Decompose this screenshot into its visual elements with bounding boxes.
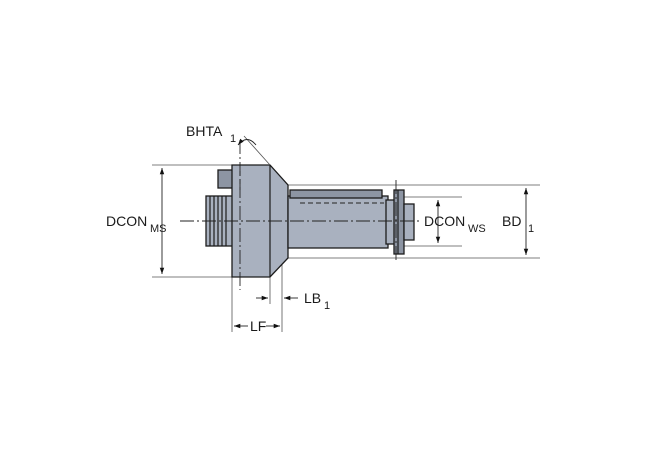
dcon-ws-dimension: DCON WS	[424, 200, 486, 243]
lb-dimension: LB 1	[256, 290, 330, 312]
bhta-sub: 1	[230, 133, 236, 145]
center-lines	[180, 140, 420, 290]
bhta-label: BHTA	[186, 123, 223, 139]
bd-label: BD	[502, 213, 521, 229]
dcon-ws-sub: WS	[468, 223, 486, 235]
bd-dimension: BD 1	[502, 188, 534, 255]
extension-lines	[152, 164, 540, 332]
dcon-ms-dimension: DCON MS	[106, 168, 167, 274]
bhta-dimension: BHTA 1	[186, 123, 271, 166]
dcon-ms-label: DCON	[106, 213, 147, 229]
lb-sub: 1	[324, 300, 330, 312]
bd-sub: 1	[528, 223, 534, 235]
lb-label: LB	[304, 290, 321, 306]
lf-label: LF	[250, 318, 266, 334]
dcon-ws-label: DCON	[424, 213, 465, 229]
dcon-ms-sub: MS	[150, 223, 167, 235]
lf-dimension: LF	[234, 318, 280, 334]
